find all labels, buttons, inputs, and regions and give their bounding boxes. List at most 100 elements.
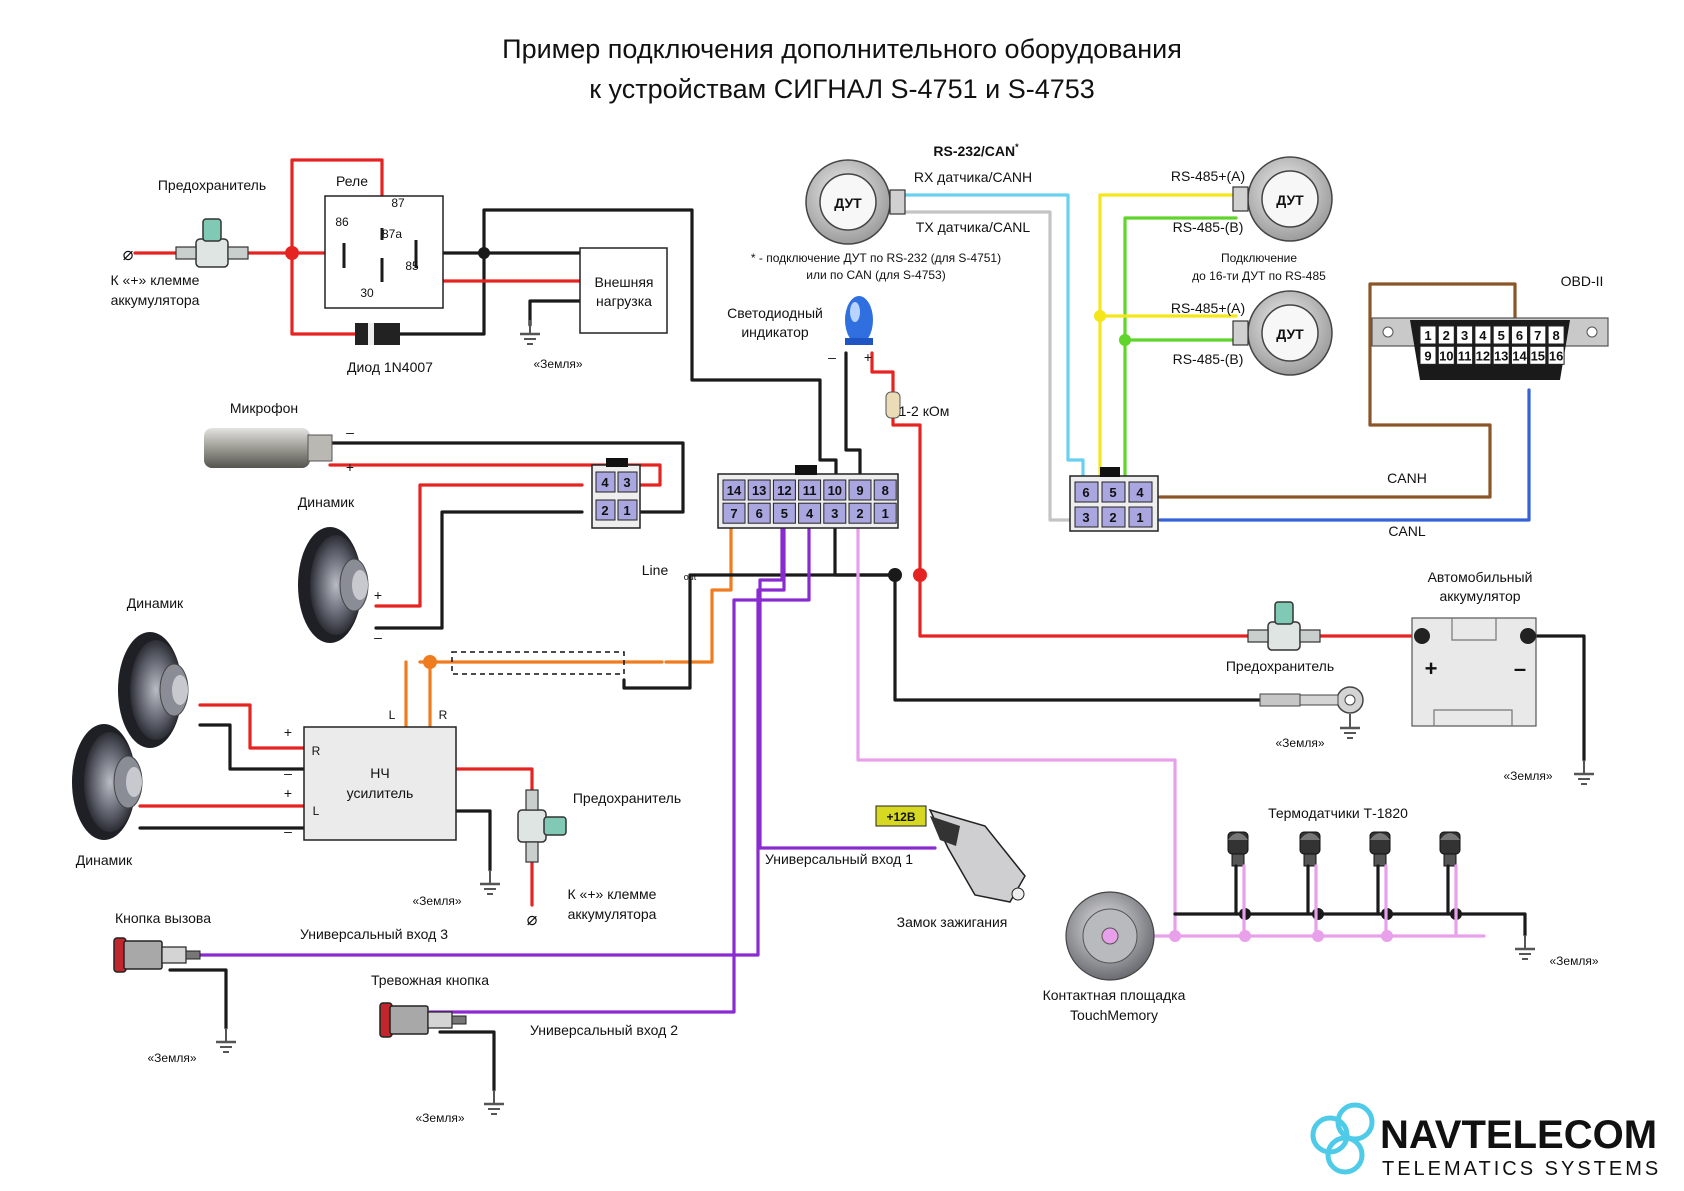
footnote-2: или по CAN (для S-4753) — [806, 268, 945, 282]
amp-l-plus: + — [284, 785, 292, 801]
relay-pin-87: 87 — [391, 196, 405, 210]
fuel-sensor-1 — [805, 159, 906, 245]
resistor-icon — [885, 391, 901, 419]
main-pin-12: 12 — [777, 483, 791, 498]
main-pin-14: 14 — [727, 483, 742, 498]
amp-fuse-label: Предохранитель — [573, 790, 681, 806]
main-pin-8: 8 — [882, 483, 889, 498]
main-pin-box — [848, 479, 872, 501]
speaker-icon — [117, 631, 189, 749]
led-icon — [845, 296, 873, 345]
obd-pin-box — [1511, 345, 1528, 365]
line-out-label: Line — [642, 562, 669, 578]
rs485a-label-1: RS-485+(A) — [1171, 168, 1245, 184]
speaker-label-1: Динамик — [298, 494, 355, 510]
relay-pin-87a: 87a — [382, 227, 402, 241]
obd-pin-box — [1529, 345, 1547, 365]
main-pin-7: 7 — [730, 506, 737, 521]
probe-legs-black — [1234, 864, 1450, 916]
car-battery — [1411, 617, 1537, 727]
line-out-sub: out — [684, 572, 697, 582]
diagram-title-line1: Пример подключения дополнительного обору… — [502, 34, 1182, 64]
rs485a-label-2: RS-485+(A) — [1171, 300, 1245, 316]
external-load-box — [579, 247, 668, 334]
relay-pin-86: 86 — [335, 215, 349, 229]
touch-label-2: TouchMemory — [1070, 1007, 1158, 1023]
speaker-label-2: Динамик — [127, 595, 184, 611]
speaker-label-3: Динамик — [76, 852, 133, 868]
main-pin-box — [722, 479, 746, 501]
canl-label: CANL — [1388, 523, 1426, 539]
fuel-sensor-3-label: ДУТ — [1276, 326, 1304, 342]
wires — [133, 158, 1586, 1014]
amp-label-1: НЧ — [370, 765, 389, 781]
main-pin-box — [747, 502, 771, 524]
battery-fuse-label: Предохранитель — [1226, 658, 1334, 674]
ground-icon — [518, 318, 542, 346]
main-pin-box — [772, 502, 796, 524]
obd-pin-6: 6 — [1516, 328, 1523, 343]
obd-pin-box — [1474, 345, 1492, 365]
main-pin-1: 1 — [882, 506, 889, 521]
battery-plus-label-2: аккумулятора — [111, 292, 200, 308]
ground-icon — [1513, 933, 1537, 961]
obd-pin-5: 5 — [1498, 328, 1505, 343]
speaker-1-plus: + — [374, 587, 382, 603]
ground-icon — [478, 868, 502, 896]
amp-r-minus: – — [284, 765, 292, 781]
fuel-pin-1: 1 — [1136, 510, 1143, 525]
obd-pin-box — [1511, 325, 1528, 345]
call-button-ground-wire — [168, 968, 228, 1030]
obd-pin-box — [1456, 345, 1474, 365]
fuel-pin-5: 5 — [1109, 485, 1116, 500]
battery-minus: – — [1514, 656, 1526, 681]
battery-label-2: аккумулятор — [1439, 588, 1520, 604]
amp-label-2: усилитель — [347, 785, 414, 801]
main-pin-box — [798, 479, 822, 501]
obd-pin-13: 13 — [1494, 348, 1508, 363]
obd-pin-14: 14 — [1512, 348, 1527, 363]
main-pin-3: 3 — [831, 506, 838, 521]
obd-pin-box — [1437, 345, 1455, 365]
obd-pin-16: 16 — [1549, 348, 1563, 363]
main-pin-box — [873, 479, 897, 501]
obd-pin-box — [1419, 325, 1437, 345]
ground-icon — [482, 1088, 506, 1116]
logo-icon — [1310, 1102, 1375, 1175]
in1-label: Универсальный вход 1 — [765, 851, 913, 867]
touch-memory-icon — [1065, 891, 1155, 981]
obd-pin-12: 12 — [1476, 348, 1490, 363]
obd-pin-10: 10 — [1439, 348, 1453, 363]
diagram-title-line2: к устройствам СИГНАЛ S-4751 и S-4753 — [589, 74, 1095, 104]
audio-pin-2: 2 — [601, 503, 608, 518]
ignition-tag: +12B — [886, 810, 915, 824]
obd-pin-3: 3 — [1461, 328, 1468, 343]
in3-label: Универсальный вход 3 — [300, 926, 448, 942]
resistor-label: 1-2 кОм — [899, 403, 950, 419]
shielded-cable — [451, 651, 625, 675]
relay-fuse — [175, 218, 249, 268]
call-button-label: Кнопка вызова — [115, 910, 211, 926]
ground-icon — [214, 1026, 238, 1054]
amp-battery-label-1: К «+» клемме — [568, 886, 657, 902]
fuel-pin-6: 6 — [1082, 485, 1089, 500]
main-pin-11: 11 — [803, 483, 817, 498]
diode — [355, 323, 400, 345]
audio-pin-1: 1 — [623, 503, 630, 518]
mic-minus: – — [346, 424, 354, 440]
fuel-pin-4: 4 — [1136, 485, 1144, 500]
alarm-button-ground-wire — [438, 1030, 496, 1092]
main-pin-13: 13 — [752, 483, 766, 498]
obd-pin-box — [1547, 325, 1565, 345]
main-pin-6: 6 — [756, 506, 763, 521]
relay-ground-label: «Земля» — [533, 357, 582, 371]
obd-pin-8: 8 — [1552, 328, 1559, 343]
obd-pin-2: 2 — [1443, 328, 1450, 343]
alarm-button-label: Тревожная кнопка — [371, 972, 489, 988]
amp-input-l: L — [389, 708, 396, 722]
main-pin-9: 9 — [856, 483, 863, 498]
fuel-pin-2: 2 — [1109, 510, 1116, 525]
obd-pin-4: 4 — [1479, 328, 1487, 343]
obd-pin-box — [1419, 345, 1437, 365]
